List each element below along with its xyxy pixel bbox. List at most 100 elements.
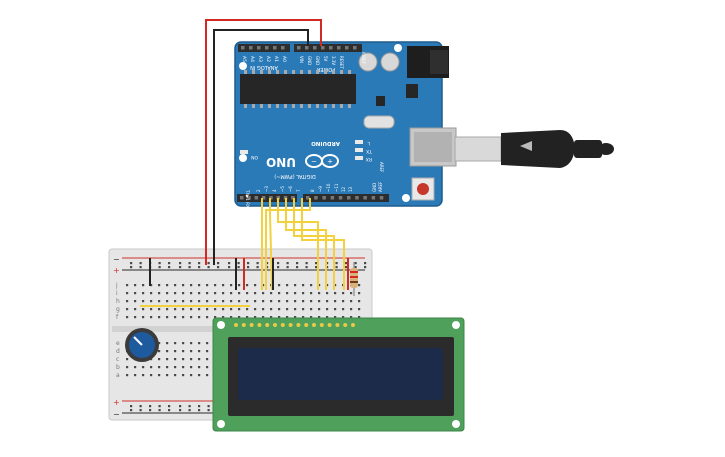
rail-hole[interactable] [315, 266, 318, 269]
breadboard-hole[interactable] [190, 374, 193, 377]
breadboard-hole[interactable] [222, 316, 225, 319]
rail-hole[interactable] [168, 405, 171, 408]
breadboard-hole[interactable] [214, 300, 217, 303]
rail-hole[interactable] [188, 409, 191, 412]
breadboard-hole[interactable] [150, 366, 153, 369]
header-pin[interactable] [345, 46, 349, 50]
breadboard-hole[interactable] [334, 308, 337, 311]
header-pin[interactable] [337, 46, 341, 50]
breadboard-hole[interactable] [182, 342, 185, 345]
rail-hole[interactable] [345, 266, 348, 269]
breadboard-hole[interactable] [158, 300, 161, 303]
rail-hole[interactable] [354, 262, 357, 265]
usb-cable[interactable] [454, 130, 614, 168]
rail-hole[interactable] [149, 409, 152, 412]
breadboard-hole[interactable] [126, 284, 129, 287]
breadboard-hole[interactable] [198, 284, 201, 287]
breadboard-hole[interactable] [198, 292, 201, 295]
header-pin[interactable] [241, 46, 245, 50]
header-pin[interactable] [291, 196, 295, 200]
rail-hole[interactable] [198, 409, 201, 412]
rail-hole[interactable] [188, 262, 191, 265]
breadboard-hole[interactable] [174, 292, 177, 295]
breadboard-hole[interactable] [134, 374, 137, 377]
wire-d11[interactable] [265, 198, 311, 290]
rail-hole[interactable] [237, 262, 240, 265]
breadboard-hole[interactable] [190, 358, 193, 361]
header-pin[interactable] [313, 46, 317, 50]
breadboard-hole[interactable] [310, 308, 313, 311]
breadboard-hole[interactable] [166, 308, 169, 311]
header-pin[interactable] [329, 46, 333, 50]
breadboard-hole[interactable] [126, 308, 129, 311]
rail-hole[interactable] [277, 266, 280, 269]
lcd-pin[interactable] [327, 323, 332, 327]
rail-hole[interactable] [256, 262, 259, 265]
lcd-pin[interactable] [234, 323, 238, 327]
rail-hole[interactable] [139, 405, 142, 408]
breadboard-hole[interactable] [326, 292, 329, 295]
breadboard-hole[interactable] [230, 308, 233, 311]
rail-hole[interactable] [179, 262, 182, 265]
breadboard-hole[interactable] [150, 308, 153, 311]
breadboard-hole[interactable] [262, 292, 265, 295]
wire-gnd-black[interactable] [213, 29, 309, 265]
header-pin[interactable] [257, 46, 261, 50]
breadboard-hole[interactable] [278, 300, 281, 303]
breadboard-hole[interactable] [286, 308, 289, 311]
breadboard-hole[interactable] [278, 284, 281, 287]
breadboard-hole[interactable] [166, 366, 169, 369]
breadboard-hole[interactable] [286, 300, 289, 303]
breadboard-hole[interactable] [358, 300, 361, 303]
header-pin[interactable] [249, 46, 253, 50]
lcd-pin[interactable] [280, 323, 285, 327]
breadboard-hole[interactable] [302, 316, 305, 319]
breadboard-hole[interactable] [214, 308, 217, 311]
breadboard-hole[interactable] [134, 284, 137, 287]
breadboard-hole[interactable] [198, 308, 201, 311]
breadboard-hole[interactable] [166, 300, 169, 303]
header-pin[interactable] [276, 196, 281, 200]
breadboard-hole[interactable] [270, 316, 273, 319]
digital-header-pins[interactable] [240, 196, 384, 200]
breadboard-hole[interactable] [174, 342, 177, 345]
breadboard-hole[interactable] [318, 300, 321, 303]
potentiometer[interactable] [125, 328, 159, 362]
lcd-16x2-module[interactable] [212, 317, 465, 432]
breadboard-hole[interactable] [230, 292, 233, 295]
breadboard-hole[interactable] [174, 350, 177, 353]
breadboard-hole[interactable] [166, 374, 169, 377]
breadboard-hole[interactable] [294, 316, 297, 319]
header-pin[interactable] [321, 46, 325, 50]
lcd-pin[interactable] [335, 323, 340, 327]
breadboard-hole[interactable] [270, 300, 273, 303]
breadboard-hole[interactable] [158, 308, 161, 311]
rail-hole[interactable] [217, 266, 220, 269]
data-wires[interactable] [140, 198, 345, 307]
breadboard-jumpers[interactable] [149, 258, 349, 290]
breadboard-hole[interactable] [230, 316, 233, 319]
wire-d3[interactable] [269, 198, 273, 291]
breadboard-hole[interactable] [142, 366, 145, 369]
rail-hole[interactable] [266, 266, 269, 269]
rail-hole[interactable] [179, 409, 182, 412]
rail-hole[interactable] [207, 266, 210, 269]
rail-hole[interactable] [207, 262, 210, 265]
breadboard-hole[interactable] [174, 366, 177, 369]
rail-hole[interactable] [158, 409, 161, 412]
breadboard-hole[interactable] [198, 300, 201, 303]
breadboard-hole[interactable] [326, 300, 329, 303]
lcd-pin[interactable] [288, 323, 293, 327]
breadboard-hole[interactable] [350, 300, 353, 303]
breadboard-hole[interactable] [206, 284, 209, 287]
lcd-pin[interactable] [265, 323, 270, 327]
header-pin[interactable] [371, 196, 376, 200]
rail-hole[interactable] [286, 262, 289, 265]
breadboard-hole[interactable] [190, 342, 193, 345]
breadboard-hole[interactable] [350, 316, 353, 319]
lcd-header-pins[interactable] [234, 323, 355, 327]
breadboard-hole[interactable] [150, 374, 153, 377]
power-header[interactable] [294, 44, 362, 52]
breadboard-hole[interactable] [334, 284, 337, 287]
